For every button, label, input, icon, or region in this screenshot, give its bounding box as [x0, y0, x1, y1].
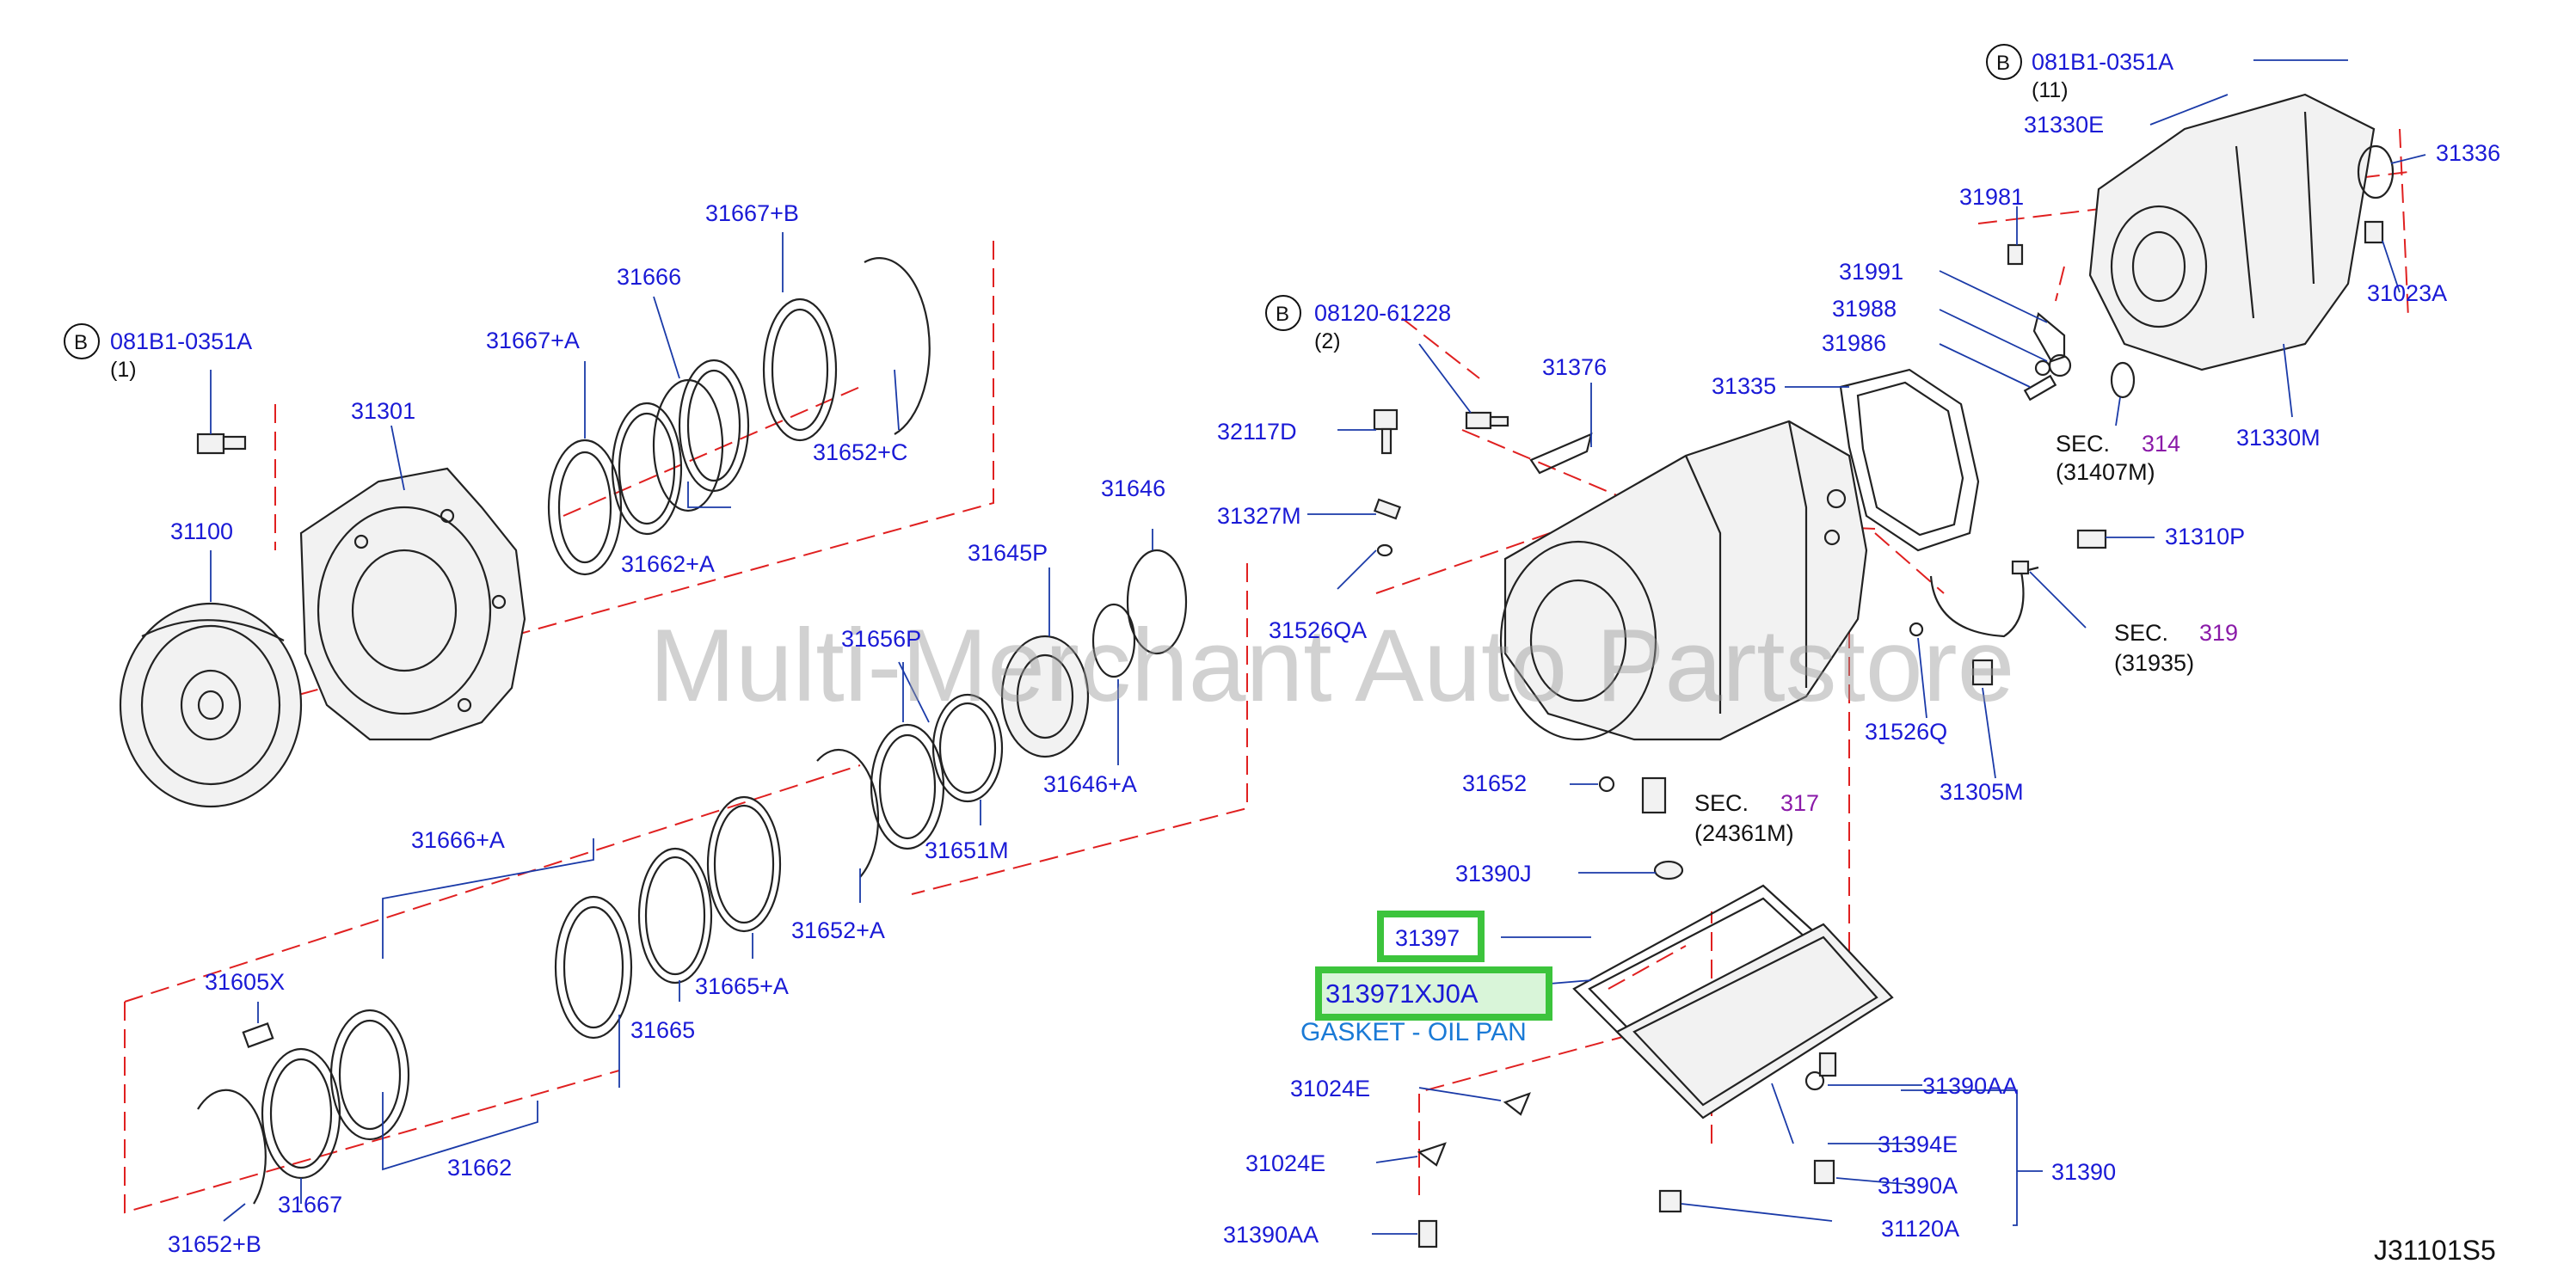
- label-31100[interactable]: 31100: [170, 518, 233, 544]
- leader-lines: [210, 59, 2426, 1235]
- label-31023a[interactable]: 31023A: [2367, 280, 2447, 306]
- quantity: (1): [110, 358, 137, 382]
- clutch-rings-lower: [197, 795, 782, 1205]
- highlight-description: GASKET - OIL PAN: [1300, 1018, 1527, 1046]
- section-ref-317[interactable]: SEC. 317 (24361M): [1694, 790, 1819, 846]
- callout-bolt-left: B 081B1-0351A (1): [64, 323, 252, 382]
- watermark: Multi-Merchant Auto Partstore: [649, 608, 2014, 723]
- highlight-gasket[interactable]: 313971XJ0A GASKET - OIL PAN: [1300, 966, 1552, 1046]
- label-31651m[interactable]: 31651M: [925, 837, 1009, 863]
- label-31652c[interactable]: 31652+C: [813, 439, 907, 465]
- label-31024e-b[interactable]: 31024E: [1245, 1150, 1325, 1176]
- label-31991[interactable]: 31991: [1839, 259, 1903, 285]
- quantity: (11): [2032, 78, 2069, 102]
- label-31646[interactable]: 31646: [1101, 475, 1165, 501]
- label-32117d[interactable]: 32117D: [1217, 419, 1297, 445]
- bubble-b-icon: [1986, 44, 2022, 80]
- label-31986[interactable]: 31986: [1822, 330, 1886, 356]
- sec-number: 319: [2199, 620, 2238, 646]
- label-31665a[interactable]: 31665+A: [695, 973, 789, 999]
- sec-prefix: SEC.: [1694, 790, 1749, 816]
- label-31335[interactable]: 31335: [1712, 373, 1776, 399]
- part-label[interactable]: 081B1-0351A: [2032, 49, 2173, 75]
- part-label[interactable]: 081B1-0351A: [110, 328, 252, 354]
- clutch-rings-middle: [816, 549, 1188, 878]
- highlight-part-number: 313971XJ0A: [1325, 978, 1479, 1009]
- diagram-code: J31101S5: [2374, 1235, 2496, 1266]
- bubble-b-icon: [1265, 295, 1301, 331]
- part-label[interactable]: 08120-61228: [1314, 300, 1451, 326]
- label-31662[interactable]: 31662: [447, 1155, 512, 1181]
- torque-converter: [119, 602, 303, 808]
- converter-housing: [299, 467, 526, 741]
- label-31646a[interactable]: 31646+A: [1043, 771, 1137, 797]
- label-31120a[interactable]: 31120A: [1881, 1216, 1959, 1242]
- sec-prefix: SEC.: [2056, 431, 2110, 457]
- bubble-b-icon: [64, 323, 100, 359]
- label-31645p[interactable]: 31645P: [968, 540, 1048, 566]
- label-31526qa[interactable]: 31526QA: [1269, 617, 1367, 643]
- highlight-box: [1315, 966, 1552, 1021]
- label-31310p[interactable]: 31310P: [2165, 524, 2245, 549]
- label-31652b[interactable]: 31652+B: [168, 1231, 261, 1257]
- quantity: (2): [1314, 329, 1341, 353]
- label-31301[interactable]: 31301: [351, 398, 415, 424]
- oil-pan: [1417, 860, 1894, 1248]
- bracket-31666-31662: [382, 482, 731, 1171]
- sec-number: 317: [1780, 790, 1819, 816]
- bolt-left: [196, 432, 247, 455]
- label-31981[interactable]: 31981: [1959, 184, 2024, 210]
- label-31394e[interactable]: 31394E: [1878, 1132, 1958, 1157]
- label-31330e[interactable]: 31330E: [2024, 112, 2104, 138]
- label-31666a[interactable]: 31666+A: [411, 827, 505, 853]
- label-31666[interactable]: 31666: [617, 264, 681, 290]
- clutch-rings-upper: [547, 257, 931, 576]
- label-31397: 31397: [1395, 925, 1460, 951]
- highlight-31397[interactable]: 31397: [1377, 911, 1485, 962]
- extension-housing: [2088, 93, 2395, 371]
- sec-prefix: SEC.: [2114, 620, 2168, 646]
- highlight-box: [1377, 911, 1485, 962]
- label-31605x[interactable]: 31605X: [205, 969, 285, 995]
- label-31667[interactable]: 31667: [278, 1192, 342, 1218]
- sec-ref: (31407M): [2056, 459, 2155, 485]
- label-31390aa-a[interactable]: 31390AA: [1223, 1222, 1319, 1248]
- section-ref-314[interactable]: SEC. 314 (31407M): [2056, 431, 2180, 485]
- label-31327m[interactable]: 31327M: [1217, 503, 1301, 529]
- label-31662a[interactable]: 31662+A: [621, 551, 715, 577]
- label-31652a[interactable]: 31652+A: [791, 917, 885, 943]
- callout-bolt-mid: B 08120-61228 (2): [1265, 295, 1451, 353]
- label-31336[interactable]: 31336: [2436, 140, 2500, 166]
- mid-bolts: [1373, 408, 1667, 814]
- label-31652[interactable]: 31652: [1462, 770, 1527, 796]
- label-31526q[interactable]: 31526Q: [1865, 719, 1947, 745]
- label-31024e-a[interactable]: 31024E: [1290, 1076, 1370, 1101]
- bubble-letter: B: [1996, 52, 2010, 75]
- section-ref-319[interactable]: SEC. 319 (31935): [2114, 620, 2238, 676]
- label-31667a[interactable]: 31667+A: [486, 328, 580, 353]
- small-parts-right: [1909, 220, 2384, 686]
- label-31330m[interactable]: 31330M: [2236, 425, 2321, 451]
- label-31665[interactable]: 31665: [630, 1017, 695, 1043]
- sec-ref: (31935): [2114, 650, 2194, 676]
- label-31667b[interactable]: 31667+B: [705, 200, 799, 226]
- label-31656p[interactable]: 31656P: [841, 626, 921, 652]
- label-31390j[interactable]: 31390J: [1455, 861, 1532, 886]
- label-31390aa-b[interactable]: 31390AA: [1922, 1073, 2018, 1099]
- bubble-letter: B: [1276, 303, 1289, 326]
- case-gasket: [1839, 368, 1980, 552]
- label-31305m[interactable]: 31305M: [1940, 779, 2024, 805]
- label-31988[interactable]: 31988: [1832, 296, 1897, 322]
- sec-ref: (24361M): [1694, 820, 1794, 846]
- sec-number: 314: [2142, 431, 2180, 457]
- label-31390a[interactable]: 31390A: [1878, 1173, 1958, 1199]
- bubble-letter: B: [74, 331, 88, 354]
- transmission-case: [1499, 420, 1868, 741]
- part-labels: 31667+B 31666 31667+A 31301 31652+C 3110…: [168, 112, 2500, 1257]
- callout-bolt-top-right: B 081B1-0351A (11): [1986, 44, 2173, 102]
- label-31390[interactable]: 31390: [2051, 1159, 2116, 1185]
- label-31376[interactable]: 31376: [1542, 354, 1607, 380]
